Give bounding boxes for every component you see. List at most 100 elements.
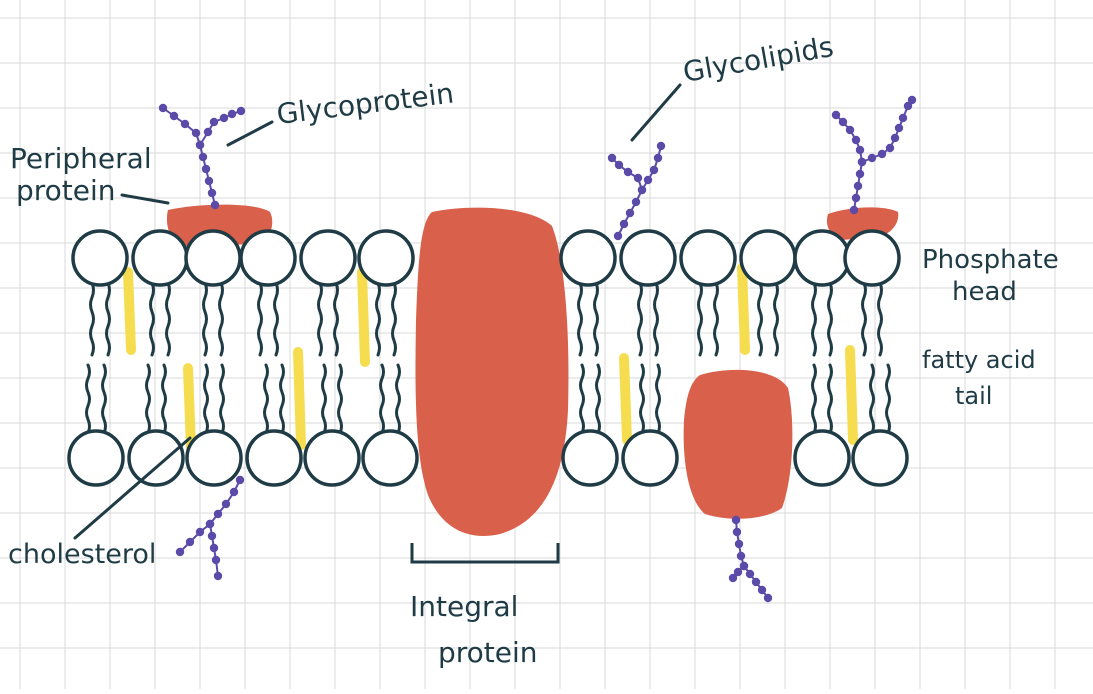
lower-chain-bead	[213, 509, 223, 519]
lower-branch-bead	[207, 531, 217, 541]
fatty-acid-tail	[89, 281, 95, 357]
phosphate-head	[561, 429, 619, 487]
cholesterol-molecule	[619, 353, 632, 445]
glycoprotein-branch-bead	[203, 127, 213, 137]
label-integral-line2: protein	[438, 636, 538, 669]
fatty-acid-tail	[85, 363, 91, 435]
phosphate-head	[851, 429, 909, 487]
lower-branch-bead	[205, 519, 215, 529]
phosphate-head	[184, 229, 242, 287]
label-integral-line1: Integral	[410, 590, 518, 623]
glycolipid-chain-bead	[619, 219, 629, 229]
glycoprotein-pointer	[226, 120, 274, 147]
label-fatty-line1: fatty acid	[922, 346, 1036, 374]
fatty-acid-tail	[811, 363, 817, 435]
glycolipid-branch-bead	[653, 153, 663, 163]
integral-lower-chain-bead	[731, 515, 741, 525]
glycoprotein-branch-bead	[209, 117, 219, 127]
fatty-acid-tail	[713, 281, 719, 357]
integral-lower-chain-bead	[745, 569, 755, 579]
fatty-acid-tail	[637, 281, 643, 357]
fatty-acid-tail	[653, 281, 659, 357]
glycolipid-chain-bead	[631, 197, 641, 207]
fatty-acid-tail	[885, 363, 891, 435]
cholesterol-molecule	[293, 347, 306, 450]
fatty-acid-tail	[263, 363, 269, 435]
glycolipid-chain-bead	[623, 167, 633, 177]
integral-lower-chain-bead	[736, 551, 746, 561]
glycolipid-right-chain-bead	[851, 135, 861, 145]
phosphate-head	[185, 429, 243, 487]
glycoprotein-chain-bead	[204, 176, 214, 186]
glycolipid-right-branch-bead	[898, 113, 908, 123]
label-peripheral-line2: protein	[16, 174, 116, 207]
lower-chain-bead	[195, 527, 205, 537]
integral-protein-lower	[683, 369, 793, 519]
lower-chain-bead	[221, 499, 231, 509]
glycolipid-chain-bead	[613, 231, 623, 241]
fatty-acid-tail	[827, 363, 833, 435]
fatty-acid-tail	[827, 281, 833, 357]
fatty-acid-tail	[218, 281, 224, 357]
glycolipid-right-chain-bead	[845, 125, 855, 135]
fatty-acid-tail	[579, 363, 585, 435]
phosphate-head	[71, 229, 129, 287]
glycoprotein-chain-bead	[207, 188, 217, 198]
phosphate-head	[679, 229, 737, 287]
phosphate-head	[67, 429, 125, 487]
phosphate-head	[299, 229, 357, 287]
glycoprotein-chain-bead	[158, 103, 168, 113]
carbohydrate-chains	[158, 95, 917, 603]
glycolipid-chain-bead	[633, 173, 643, 183]
integral-lower-chain-bead	[751, 577, 761, 587]
glycolipid-right-branch-bead	[857, 157, 867, 167]
label-glycoprotein: Glycoprotein	[275, 76, 456, 130]
lower-branch-bead	[209, 543, 219, 553]
fatty-acid-tail	[655, 363, 661, 435]
fatty-acid-tail	[149, 281, 155, 357]
glycoprotein-branch-bead	[236, 106, 246, 116]
peripheral-pointer	[120, 193, 170, 205]
fatty-acid-tail	[861, 281, 867, 357]
cholesterol-molecule	[183, 363, 196, 453]
fatty-acid-tail	[202, 281, 208, 357]
glycolipid-right-chain-bead	[855, 169, 865, 179]
integral-lower-chain-bead	[763, 593, 773, 603]
glycoprotein-chain-bead	[180, 119, 190, 129]
glycoprotein-chain-bead	[191, 128, 201, 138]
fatty-acid-tail	[165, 281, 171, 357]
glycolipid-right-chain-link	[835, 114, 864, 211]
lower-chain-bead	[185, 537, 195, 547]
fatty-acid-tail	[161, 363, 167, 435]
integral-protein-bracket	[410, 543, 560, 564]
fatty-acid-tail	[273, 281, 279, 357]
label-phosphate-line2: head	[952, 277, 1017, 307]
phosphate-head	[131, 229, 189, 287]
fatty-acid-tail	[639, 363, 645, 435]
glycolipid-chain-bead	[607, 153, 617, 163]
lower-branch-bead	[211, 555, 221, 565]
integral-lower-chain-bead	[732, 527, 742, 537]
lower-branch-bead	[213, 571, 223, 581]
glycoprotein-branch-bead	[195, 140, 205, 150]
fatty-acid-tail	[321, 363, 327, 435]
glycoprotein-chain-bead	[169, 111, 179, 121]
phosphate-head	[127, 429, 185, 487]
fatty-acid-tail	[391, 281, 397, 357]
fatty-acid-tail	[333, 281, 339, 357]
fatty-acid-tail	[395, 363, 401, 435]
fatty-acid-tail	[337, 363, 343, 435]
glycolipid-branch-bead	[656, 141, 666, 151]
peripheral-protein-left	[166, 204, 273, 246]
glycoprotein-chain-link	[162, 107, 216, 206]
cholesterol-molecules	[123, 263, 858, 453]
glycolipid-branch-bead	[643, 175, 653, 185]
fatty-acid-tail	[877, 281, 883, 357]
cholesterol-molecule	[357, 267, 370, 367]
glycoprotein-chain-bead	[198, 152, 208, 162]
glycoprotein-chain-bead	[210, 200, 220, 210]
phosphate-head	[239, 229, 297, 287]
glycolipid-right-branch-bead	[907, 95, 917, 105]
fatty-acid-tail	[279, 363, 285, 435]
